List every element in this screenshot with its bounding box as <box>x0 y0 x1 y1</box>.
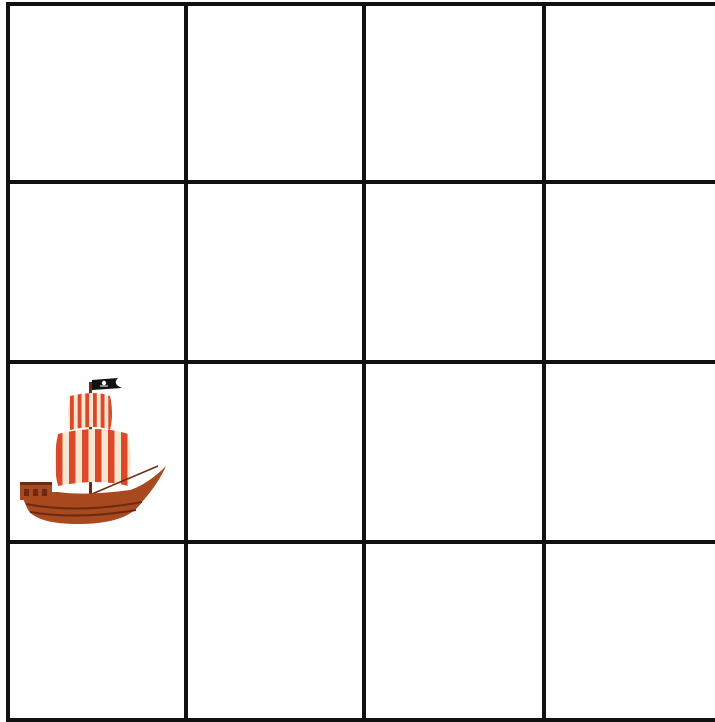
board-cell-r3-c0[interactable] <box>6 540 188 722</box>
board-cell-r3-c1[interactable] <box>184 540 366 722</box>
board-cell-r3-c2[interactable] <box>362 540 546 722</box>
board-cell-r1-c3[interactable] <box>542 180 715 364</box>
board-cell-r0-c1[interactable] <box>184 2 366 184</box>
board-cell-r0-c2[interactable] <box>362 2 546 184</box>
board-cell-r1-c2[interactable] <box>362 180 546 364</box>
board-cell-r2-c0[interactable] <box>6 360 188 544</box>
board-cell-r3-c3[interactable] <box>542 540 715 722</box>
board-cell-r1-c1[interactable] <box>184 180 366 364</box>
board-cell-r0-c3[interactable] <box>542 2 715 184</box>
board-cell-r1-c0[interactable] <box>6 180 188 364</box>
board-cell-r2-c2[interactable] <box>362 360 546 544</box>
board-cell-r0-c0[interactable] <box>6 2 188 184</box>
board-cell-r2-c1[interactable] <box>184 360 366 544</box>
board-cell-r2-c3[interactable] <box>542 360 715 544</box>
